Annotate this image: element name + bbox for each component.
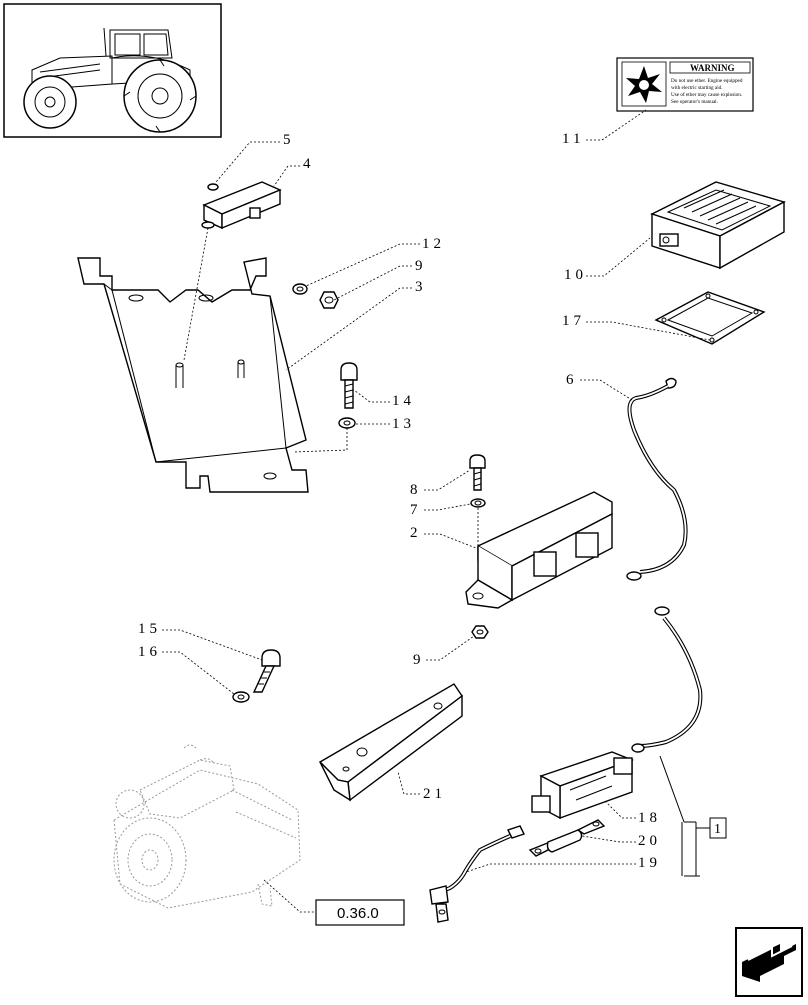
next-page-arrow-icon[interactable] <box>735 927 803 997</box>
washer-nut-upper <box>292 283 339 309</box>
reference-label[interactable]: 0.36.0 <box>337 905 379 922</box>
callout-19[interactable]: 19 <box>638 855 661 871</box>
callout-9-lower[interactable]: 9 <box>413 652 425 668</box>
callout-6[interactable]: 6 <box>566 372 578 388</box>
callout-17[interactable]: 17 <box>562 313 585 329</box>
callout-20[interactable]: 20 <box>638 833 661 849</box>
callout-5[interactable]: 5 <box>283 132 295 148</box>
warning-title: WARNING <box>690 63 735 73</box>
callout-21[interactable]: 21 <box>423 786 446 802</box>
control-unit <box>650 181 786 270</box>
mounting-plate <box>318 683 463 802</box>
relay-small <box>201 181 282 230</box>
warning-decal: WARNING Do not use ether. Engine equippe… <box>616 57 754 112</box>
callout-labels: 5 4 11 10 17 12 9 3 6 14 13 8 7 2 9 15 1… <box>138 109 727 877</box>
tractor-thumbnail[interactable] <box>3 3 222 138</box>
bolt-washer-14-13 <box>293 362 358 453</box>
callout-2[interactable]: 2 <box>410 525 422 541</box>
fuse <box>528 819 606 857</box>
callout-1[interactable]: 1 <box>714 822 721 837</box>
callout-4[interactable]: 4 <box>303 156 315 172</box>
warning-line-3: Use of ether may cause explosion. <box>671 91 742 98</box>
callout-7[interactable]: 7 <box>410 502 422 518</box>
callout-12[interactable]: 12 <box>422 236 445 252</box>
callout-10[interactable]: 10 <box>564 267 587 283</box>
callout-16[interactable]: 16 <box>138 644 161 660</box>
callout-11[interactable]: 11 <box>562 131 584 147</box>
callout-15[interactable]: 15 <box>138 621 161 637</box>
warning-line-1: Do not use ether. Engine equipped <box>671 78 743 84</box>
reference-link[interactable]: 0.36.0 <box>263 879 405 926</box>
warning-explosion-icon <box>626 66 662 103</box>
callout-9-upper[interactable]: 9 <box>415 258 427 274</box>
bolt-washer-15-16 <box>232 649 281 703</box>
callout-3[interactable]: 3 <box>415 279 427 295</box>
warning-line-4: See operator's manual. <box>671 99 718 105</box>
callout-8[interactable]: 8 <box>410 482 422 498</box>
starter-motor-reference <box>113 744 301 909</box>
callout-13[interactable]: 13 <box>392 416 415 432</box>
callout-14[interactable]: 14 <box>392 393 415 409</box>
cable-1 <box>631 606 703 753</box>
cable-19 <box>429 825 525 923</box>
cable-6 <box>626 377 688 581</box>
relay-large <box>465 454 613 639</box>
callout-18[interactable]: 18 <box>638 810 661 826</box>
bracket <box>77 227 309 493</box>
warning-line-2: with electric starting aid. <box>671 85 723 91</box>
gasket <box>654 291 766 345</box>
fuse-holder <box>531 751 634 820</box>
